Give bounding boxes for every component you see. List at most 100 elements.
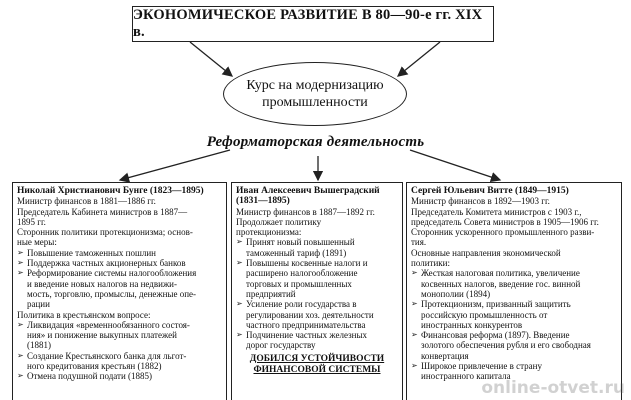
continuation-line: предприятий bbox=[236, 289, 398, 299]
bullet-text: Широкое привлечение в страну bbox=[421, 361, 542, 372]
line-text: предприятий bbox=[246, 288, 296, 299]
continuation-line: торговых и промышленных bbox=[236, 279, 398, 289]
bullet-arrow-icon: ➢ bbox=[17, 371, 24, 381]
continuation-line: таможенный тариф (1891) bbox=[236, 248, 398, 258]
bullet-text: Повышены косвенные налоги и bbox=[246, 258, 368, 269]
arrow-title-to-course-left bbox=[189, 41, 234, 77]
text-line: Председатель Комитета министров с 1903 г… bbox=[411, 207, 617, 217]
column-vyshnegradsky: Иван Алексеевич Вышеградский (1831—1895)… bbox=[231, 182, 403, 400]
bullet-text: Реформирование системы налогообложения bbox=[27, 268, 197, 279]
line-text: Политика в крестьянском вопросе: bbox=[17, 309, 151, 320]
bullet-text: Создание Крестьянского банка для льгот- bbox=[27, 350, 187, 361]
bullet-arrow-icon: ➢ bbox=[17, 247, 24, 257]
line-text: дорог государству bbox=[246, 340, 316, 351]
bullet-item: ➢Финансовая реформа (1897). Введение bbox=[411, 330, 617, 340]
line-text: мость, торговлю, промыслы, денежные опе- bbox=[27, 288, 197, 299]
continuation-line: дорог государству bbox=[236, 340, 398, 350]
line-text: Министр финансов в 1887—1892 гг. bbox=[236, 206, 375, 217]
bullet-arrow-icon: ➢ bbox=[236, 330, 243, 340]
arrow-title-to-course-right bbox=[396, 41, 441, 77]
line-text: протекционизма: bbox=[236, 227, 302, 238]
text-line: Продолжает политику bbox=[236, 217, 398, 227]
course-ellipse: Курс на модернизацию промышленности bbox=[223, 62, 407, 126]
line-text: Продолжает политику bbox=[236, 216, 322, 227]
line-text: иностранных конкурентов bbox=[421, 319, 523, 330]
bullet-text: Усиление роли государства в bbox=[246, 299, 357, 310]
bullet-arrow-icon: ➢ bbox=[411, 299, 418, 309]
text-line: ные меры: bbox=[17, 237, 222, 247]
bullet-arrow-icon: ➢ bbox=[17, 319, 24, 329]
continuation-line: регулировании хоз. деятельности bbox=[236, 310, 398, 320]
bullet-item: ➢Широкое привлечение в страну bbox=[411, 361, 617, 371]
line-text: тия. bbox=[411, 237, 427, 248]
text-line: Министр финансов в 1881—1886 гг. bbox=[17, 196, 222, 206]
line-text: Сторонник ускоренного промышленного разв… bbox=[411, 227, 595, 238]
line-text: российскую промышленность от bbox=[421, 309, 548, 320]
text-line: Сторонник ускоренного промышленного разв… bbox=[411, 227, 617, 237]
bullet-item: ➢Принят новый повышенный bbox=[236, 237, 398, 247]
arrow-label-to-bunge bbox=[118, 149, 231, 183]
reform-activity-label: Реформаторская деятельность bbox=[206, 134, 425, 150]
bullet-item: ➢Усиление роли государства в bbox=[236, 299, 398, 309]
continuation-line: иностранных конкурентов bbox=[411, 320, 617, 330]
conclusion-line-1: ДОБИЛСЯ УСТОЙЧИВОСТИ bbox=[249, 353, 385, 364]
line-text: (1881) bbox=[27, 340, 51, 351]
bullet-arrow-icon: ➢ bbox=[411, 330, 418, 340]
continuation-line: расширено налогообложение bbox=[236, 268, 398, 278]
line-text: торговых и промышленных bbox=[246, 278, 352, 289]
column-name: Иван Алексеевич Вышеградский (1831—1895) bbox=[236, 186, 380, 207]
text-line: Сторонник политики протекционизма; основ… bbox=[17, 227, 222, 237]
conclusion: ДОБИЛСЯ УСТОЙЧИВОСТИ ФИНАНСОВОЙ СИСТЕМЫ bbox=[236, 354, 398, 376]
line-text: ные меры: bbox=[17, 237, 57, 248]
bullet-item: ➢Создание Крестьянского банка для льгот- bbox=[17, 351, 222, 361]
bullet-item: ➢Поддержка частных акционерных банков bbox=[17, 258, 222, 268]
bullet-text: Протекционизм, призванный защитить bbox=[421, 299, 571, 310]
line-text: председатель Совета министров в 1905—190… bbox=[411, 216, 599, 227]
line-text: Основные направления экономической bbox=[411, 247, 561, 258]
bullet-arrow-icon: ➢ bbox=[411, 268, 418, 278]
text-line: Министр финансов в 1892—1903 гг. bbox=[411, 196, 617, 206]
text-line: протекционизма: bbox=[236, 227, 398, 237]
text-line: 1895 гг. bbox=[17, 217, 222, 227]
bullet-text: Отмена подушной подати (1885) bbox=[27, 371, 153, 382]
bullet-arrow-icon: ➢ bbox=[17, 350, 24, 360]
line-text: частного предпринимательства bbox=[246, 319, 366, 330]
bullet-arrow-icon: ➢ bbox=[236, 299, 243, 309]
bullet-arrow-icon: ➢ bbox=[17, 258, 24, 268]
bullet-item: ➢Повышены косвенные налоги и bbox=[236, 258, 398, 268]
line-text: регулировании хоз. деятельности bbox=[246, 309, 374, 320]
column-bunge: Николай Христианович Бунге (1823—1895) М… bbox=[12, 182, 227, 400]
line-text: ния» и понижение выкупных платежей bbox=[27, 330, 177, 341]
text-line: тия. bbox=[411, 237, 617, 247]
line-text: и введение новых налогов на недвижи- bbox=[27, 278, 177, 289]
continuation-line: и введение новых налогов на недвижи- bbox=[17, 279, 222, 289]
line-text: иностранного капитала bbox=[421, 371, 511, 382]
bullet-text: Повышение таможенных пошлин bbox=[27, 247, 157, 258]
bullet-item: ➢Подчинение частных железных bbox=[236, 330, 398, 340]
bullet-text: Принят новый повышенный bbox=[246, 237, 355, 248]
bullet-item: ➢Отмена подушной подати (1885) bbox=[17, 371, 222, 381]
bullet-item: ➢Повышение таможенных пошлин bbox=[17, 248, 222, 258]
bullet-text: Финансовая реформа (1897). Введение bbox=[421, 330, 570, 341]
bullet-item: ➢Протекционизм, призванный защитить bbox=[411, 299, 617, 309]
line-text: политики: bbox=[411, 258, 450, 269]
text-line: политики: bbox=[411, 258, 617, 268]
line-text: Председатель Комитета министров с 1903 г… bbox=[411, 206, 582, 217]
arrow-label-to-witte bbox=[409, 149, 502, 183]
watermark: online-otvet.ru bbox=[481, 378, 625, 398]
course-line-2: промышленности bbox=[262, 95, 368, 110]
conclusion-line-2: ФИНАНСОВОЙ СИСТЕМЫ bbox=[253, 364, 381, 375]
text-line: Политика в крестьянском вопросе: bbox=[17, 310, 222, 320]
line-text: золотого обеспечения рубля и его свободн… bbox=[421, 340, 591, 351]
bullet-arrow-icon: ➢ bbox=[236, 237, 243, 247]
bullet-item: ➢Жесткая налоговая политика, увеличение bbox=[411, 268, 617, 278]
line-text: Министр финансов в 1892—1903 гг. bbox=[411, 196, 550, 207]
text-line: Министр финансов в 1887—1892 гг. bbox=[236, 207, 398, 217]
bullet-item: ➢Ликвидация «временнообязанного состоя- bbox=[17, 320, 222, 330]
diagram-title: ЭКОНОМИЧЕСКОЕ РАЗВИТИЕ В 80—90-е гг. XIX… bbox=[132, 6, 494, 42]
line-text: косвенных налогов, введение гос. винной bbox=[421, 278, 581, 289]
bullet-text: Подчинение частных железных bbox=[246, 330, 368, 341]
continuation-line: частного предпринимательства bbox=[236, 320, 398, 330]
bullet-text: Ликвидация «временнообязанного состоя- bbox=[27, 319, 190, 330]
column-witte: Сергей Юльевич Витте (1849—1915) Министр… bbox=[406, 182, 622, 400]
